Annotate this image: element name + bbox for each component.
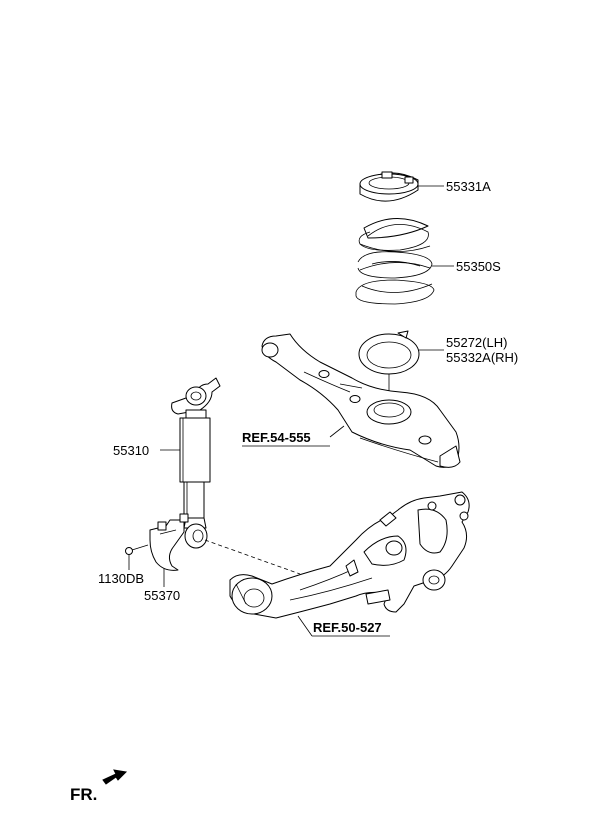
ref-54-555: REF.54-555	[242, 430, 311, 445]
bracket	[149, 513, 189, 571]
label-55331A: 55331A	[446, 179, 491, 194]
shock-absorber	[171, 377, 221, 549]
lower-arm	[261, 333, 461, 468]
bolt	[125, 544, 149, 555]
coil-spring	[355, 217, 435, 305]
label-55272: 55272(LH)	[446, 335, 507, 350]
spring-pad	[358, 330, 420, 375]
front-arrow-icon	[102, 769, 128, 785]
label-55332A: 55332A(RH)	[446, 350, 518, 365]
label-55310: 55310	[113, 443, 149, 458]
ref-50-527: REF.50-527	[313, 620, 382, 635]
leader-ref-50-527	[297, 615, 313, 637]
carrier-assembly	[229, 491, 470, 619]
upper-spring-seat	[359, 171, 419, 202]
leader-ref-54-555	[329, 425, 345, 438]
label-1130DB: 1130DB	[98, 571, 144, 586]
label-55370: 55370	[144, 588, 180, 603]
mount-dash-line	[204, 539, 301, 575]
label-55350S: 55350S	[456, 259, 501, 274]
front-direction-label: FR.	[70, 785, 97, 804]
